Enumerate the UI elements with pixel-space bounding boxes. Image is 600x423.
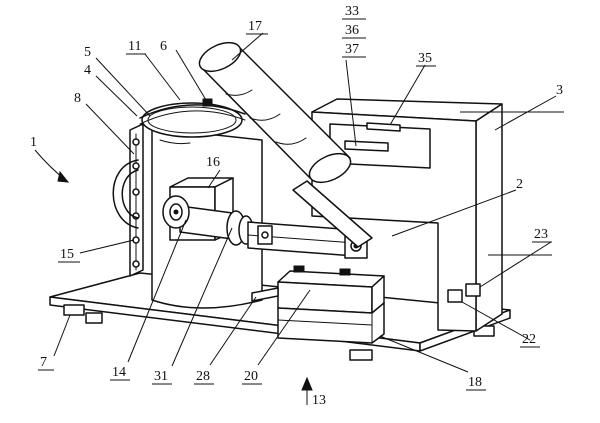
swing-arm: [292, 180, 373, 248]
leader-lines: [34, 32, 564, 405]
label-23: 23: [534, 227, 548, 242]
label-22: 22: [522, 332, 536, 347]
clamp-bolt: [202, 98, 213, 107]
label-16: 16: [206, 155, 220, 170]
switch-23: [465, 283, 481, 297]
label-36: 36: [345, 23, 359, 38]
label-17: 17: [248, 19, 262, 34]
display-screen: [366, 122, 401, 132]
label-15: 15: [60, 247, 74, 262]
display-window: [344, 140, 389, 152]
clamp-ring: [139, 104, 246, 125]
reference-labels: 1 3 2 23 22 35 33 36 37 17 6 11 5 4 8 16…: [30, 4, 563, 408]
drum-bar: [198, 41, 352, 184]
label-13: 13: [312, 393, 326, 408]
frame-column: [129, 123, 144, 277]
label-37: 37: [345, 42, 359, 57]
label-31: 31: [154, 369, 168, 384]
label-14: 14: [112, 365, 126, 380]
label-33: 33: [345, 4, 359, 19]
label-8: 8: [74, 91, 81, 106]
base-feet: [63, 304, 495, 361]
label-28: 28: [196, 369, 210, 384]
label-4: 4: [84, 63, 91, 78]
label-2: 2: [516, 177, 523, 192]
label-7: 7: [40, 355, 47, 370]
label-20: 20: [244, 369, 258, 384]
switch-22: [447, 289, 463, 303]
base-block: [277, 302, 385, 344]
control-cabinet: [311, 98, 503, 332]
bearing-housing: [277, 265, 385, 314]
label-1: 1: [30, 135, 37, 150]
label-6: 6: [160, 39, 167, 54]
label-11: 11: [128, 39, 141, 54]
label-35: 35: [418, 51, 432, 66]
container-handle: [112, 159, 139, 229]
label-5: 5: [84, 45, 91, 60]
connecting-rod: [247, 221, 356, 257]
guide-rail: [251, 287, 279, 302]
drive-shaft: [162, 195, 241, 241]
label-3: 3: [556, 83, 563, 98]
label-18: 18: [468, 375, 482, 390]
